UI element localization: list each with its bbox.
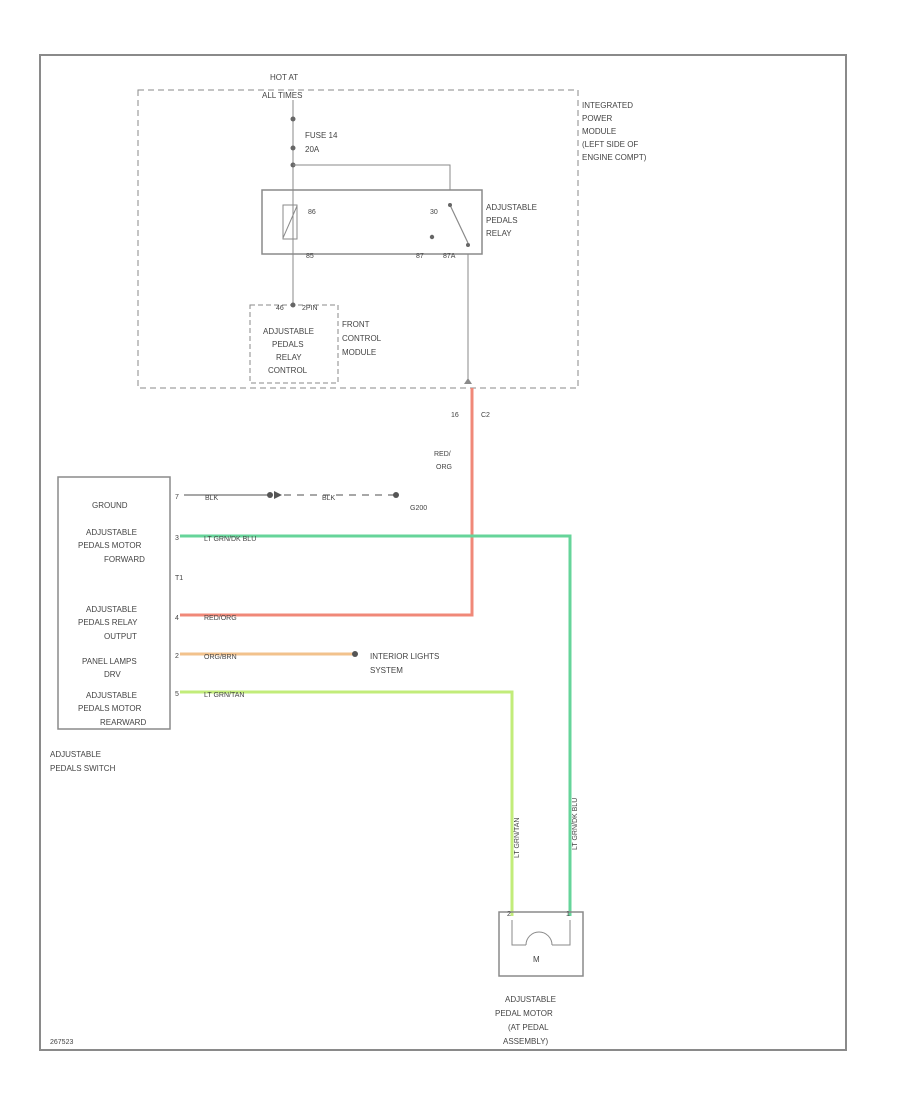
switch-out-label-3: OUTPUT xyxy=(104,632,137,641)
relay-contact-30 xyxy=(448,203,452,207)
fcm-pin: 46 xyxy=(276,305,284,312)
switch-out-label-1: ADJUSTABLE xyxy=(86,605,137,614)
switch-pin-fwd: 3 xyxy=(175,535,179,542)
motor-label-3: (AT PEDAL xyxy=(508,1023,549,1032)
relay-pin-85: 85 xyxy=(306,253,314,260)
fcm-pin-node xyxy=(290,302,296,308)
relay-pin-87: 87 xyxy=(416,253,424,260)
switch-ground-label: GROUND xyxy=(92,501,128,510)
switch-pin-extra: T1 xyxy=(175,575,183,582)
switch-fwd-label-1: ADJUSTABLE xyxy=(86,528,137,537)
relay-pin-30: 30 xyxy=(430,209,438,216)
fcm-box-label-1: ADJUSTABLE xyxy=(263,327,314,336)
ground-splice xyxy=(267,492,273,498)
fuse-node-top xyxy=(290,145,296,151)
switch-pin-out: 4 xyxy=(175,615,179,622)
relay-contact-87 xyxy=(429,234,435,240)
feed-node xyxy=(290,116,296,122)
ground-wire-label-1: BLK xyxy=(205,495,219,502)
relay-label-3: RELAY xyxy=(486,229,512,238)
ipm-label-1: INTEGRATED xyxy=(582,101,633,110)
relay-contact-87a xyxy=(466,243,470,247)
hot-at-label-2: ALL TIMES xyxy=(262,91,302,100)
relay-box xyxy=(261,189,483,255)
fcm-pin-sub: 2PIN xyxy=(302,305,318,312)
relay-switch-arm xyxy=(449,204,469,244)
red-org-wire xyxy=(180,388,474,617)
fcm-side-label-1: FRONT xyxy=(342,320,370,329)
connector-symbol xyxy=(464,378,472,384)
switch-pin-rwd: 5 xyxy=(175,691,179,698)
lt-grn-tan-wire xyxy=(180,690,514,916)
switch-pin-panel: 2 xyxy=(175,653,179,660)
relay-pin-87a: 87A xyxy=(443,253,456,260)
motor-label-2: PEDAL MOTOR xyxy=(495,1009,553,1018)
red-org-label-2: ORG xyxy=(436,464,452,471)
switch-out-label-2: PEDALS RELAY xyxy=(78,618,138,627)
org-brn-endpoint xyxy=(352,651,358,657)
lt-grn-dk-blu-wire xyxy=(180,534,572,916)
ground-point xyxy=(393,492,399,498)
relay-label-2: PEDALS xyxy=(486,216,518,225)
org-brn-label: ORG/BRN xyxy=(204,654,237,661)
motor-internal-right xyxy=(552,920,571,946)
fcm-box-label-4: CONTROL xyxy=(268,366,308,375)
switch-rwd-label-1: ADJUSTABLE xyxy=(86,691,137,700)
switch-panel-label-1: PANEL LAMPS xyxy=(82,657,137,666)
ground-connector-arrow xyxy=(274,491,282,499)
relay-label-1: ADJUSTABLE xyxy=(486,203,537,212)
ipm-label-3: MODULE xyxy=(582,127,616,136)
switch-rwd-label-3: REARWARD xyxy=(100,718,146,727)
connector-pin: 16 xyxy=(451,412,459,419)
motor-pin-left: 2 xyxy=(507,911,511,918)
red-org-label-1: RED/ xyxy=(434,451,451,458)
ipm-label-5: ENGINE COMPT) xyxy=(582,153,647,162)
outer-frame xyxy=(39,54,847,1051)
diagram-code: 267523 xyxy=(50,1039,73,1046)
fcm-side-label-3: MODULE xyxy=(342,348,376,357)
pedals-switch-box xyxy=(57,476,171,730)
red-org-horizontal-label: RED/ORG xyxy=(204,615,237,622)
hot-at-label: HOT AT xyxy=(270,73,298,82)
switch-name-1: ADJUSTABLE xyxy=(50,750,101,759)
ipm-label-4: (LEFT SIDE OF xyxy=(582,140,638,149)
ipm-label-2: POWER xyxy=(582,114,612,123)
lt-grn-tan-vertical-label: LT GRN/TAN xyxy=(514,818,521,858)
relay-coil-diagonal xyxy=(282,205,298,239)
motor-symbol: M xyxy=(533,955,540,964)
switch-fwd-label-3: FORWARD xyxy=(104,555,145,564)
switch-rwd-label-2: PEDALS MOTOR xyxy=(78,704,142,713)
relay-coil xyxy=(282,204,298,240)
fuse-label: FUSE 14 xyxy=(305,131,338,140)
motor-label-1: ADJUSTABLE xyxy=(505,995,556,1004)
switch-panel-label-2: DRV xyxy=(104,670,121,679)
integrated-power-module-box xyxy=(137,89,579,389)
lt-grn-dk-blu-vertical-label: LT GRN/DK BLU xyxy=(572,798,579,850)
ground-name: G200 xyxy=(410,505,427,512)
relay-pin-86: 86 xyxy=(308,209,316,216)
fuse-rating: 20A xyxy=(305,145,320,154)
ground-wire-label-2: BLK xyxy=(322,495,336,502)
motor-internal-left xyxy=(511,920,526,946)
switch-pin-ground: 7 xyxy=(175,494,179,501)
fcm-box-label-2: PEDALS xyxy=(272,340,304,349)
lt-grn-dk-blu-label: LT GRN/DK BLU xyxy=(204,536,256,543)
fcm-box-label-3: RELAY xyxy=(276,353,302,362)
branch-wire xyxy=(293,164,451,190)
lt-grn-tan-label: LT GRN/TAN xyxy=(204,692,244,699)
switch-name-2: PEDALS SWITCH xyxy=(50,764,116,773)
motor-box xyxy=(498,911,584,977)
motor-pin-right: 1 xyxy=(566,911,570,918)
interior-lights-label-2: SYSTEM xyxy=(370,666,403,675)
switch-fwd-label-2: PEDALS MOTOR xyxy=(78,541,142,550)
connector-name: C2 xyxy=(481,412,490,419)
fcm-side-label-2: CONTROL xyxy=(342,334,382,343)
motor-symbol-arc xyxy=(525,931,553,946)
interior-lights-label-1: INTERIOR LIGHTS xyxy=(370,652,439,661)
motor-label-4: ASSEMBLY) xyxy=(503,1037,549,1046)
